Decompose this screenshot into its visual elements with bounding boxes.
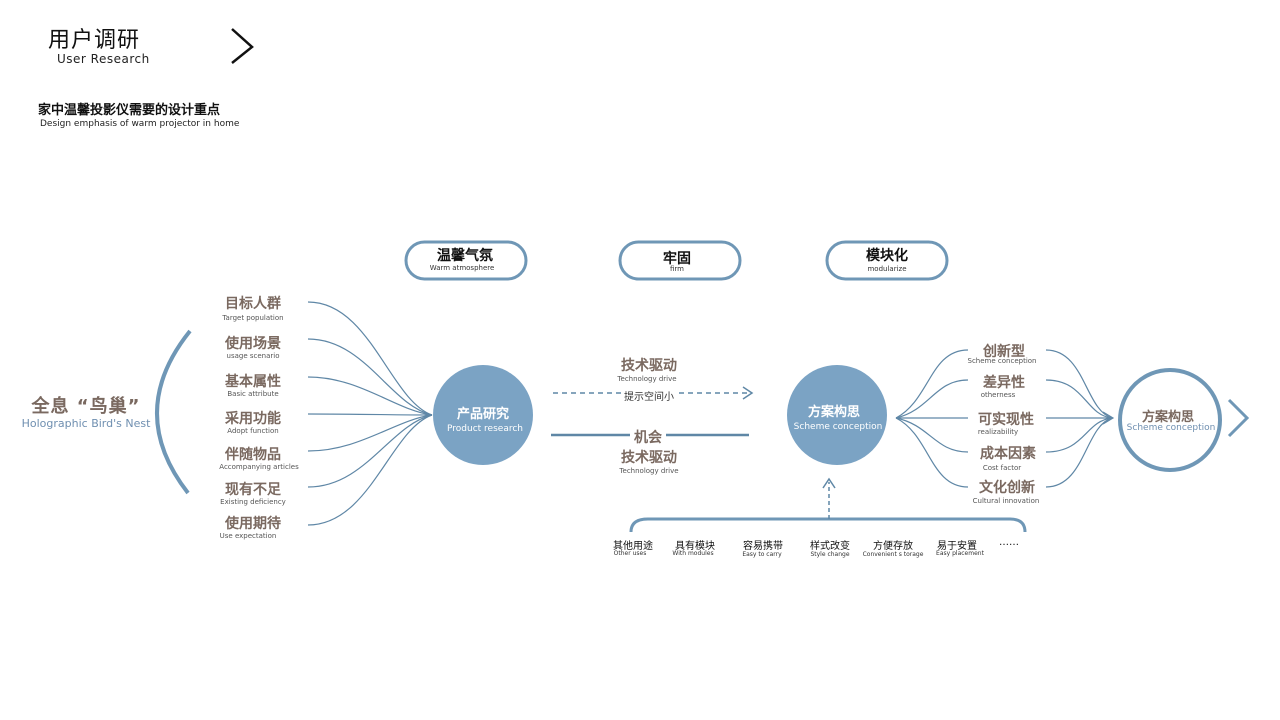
right-connector-lines-right — [1045, 349, 1113, 488]
list-item-en: Target population — [222, 314, 284, 322]
list-item: 易于安置 — [937, 541, 977, 552]
product-node-sublabel: Product research — [447, 424, 523, 434]
list-item-en: Basic attribute — [227, 390, 279, 398]
tech-drive-bottom-sublabel: Technology drive — [619, 467, 679, 475]
list-item: 创新型 — [983, 344, 1025, 360]
product-node-label: 产品研究 — [456, 407, 510, 422]
list-item-en: Adopt function — [227, 427, 279, 435]
bottom-brace — [629, 517, 1027, 533]
right-connector-lines-left — [895, 349, 969, 488]
list-item-en: Existing deficiency — [220, 498, 286, 506]
list-item: 现有不足 — [225, 482, 281, 498]
final-node-label: 方案构思 — [1141, 410, 1195, 425]
list-item: 伴随物品 — [225, 447, 281, 463]
list-item-en: usage scenario — [226, 352, 280, 360]
list-item-en: Convenient s torage — [862, 551, 924, 558]
tech-drive-top-label: 技术驱动 — [621, 358, 677, 374]
final-scheme-node[interactable] — [1118, 368, 1222, 472]
list-item: 基本属性 — [225, 374, 281, 390]
left-connector-lines — [307, 301, 433, 526]
pill-label: 温馨气氛 — [437, 248, 493, 264]
list-item-en: otherness — [980, 391, 1016, 399]
list-item: 成本因素 — [980, 446, 1036, 462]
list-item-en: Style change — [810, 551, 850, 558]
page-title: 用户调研 — [48, 28, 141, 53]
pill-sublabel: Warm atmosphere — [429, 264, 495, 272]
list-item-en: realizability — [977, 428, 1019, 436]
hint-label: 提示空间小 — [622, 388, 676, 403]
left-bracket — [155, 329, 192, 495]
pill-sublabel: modularize — [867, 265, 907, 273]
list-item: …… — [999, 537, 1019, 548]
final-node-sublabel: Scheme conception — [1126, 423, 1216, 433]
list-item: 其他用途 — [613, 541, 653, 552]
scheme-node-label: 方案构思 — [807, 405, 861, 420]
pill-modular-outline — [825, 240, 949, 281]
pill-warm-outline — [404, 240, 528, 281]
list-item-en: Cultural innovation — [972, 497, 1040, 505]
list-item: 目标人群 — [225, 296, 281, 312]
tech-drive-bottom-label: 技术驱动 — [621, 450, 677, 466]
scheme-conception-node[interactable] — [787, 365, 887, 465]
subject-title: 全息 “鸟巢” — [31, 396, 141, 417]
product-research-node[interactable] — [433, 365, 533, 465]
list-item: 差异性 — [983, 375, 1025, 391]
next-chevron-icon[interactable] — [231, 28, 254, 64]
tech-drive-top-sublabel: Technology drive — [617, 375, 677, 383]
list-item: 可实现性 — [978, 412, 1034, 428]
list-item: 文化创新 — [979, 480, 1035, 496]
list-item-en: Scheme conception — [967, 357, 1037, 365]
final-chevron-icon[interactable] — [1227, 398, 1250, 438]
pill-firm-outline — [618, 240, 742, 281]
section-subtitle: Design emphasis of warm projector in hom… — [40, 119, 240, 129]
pill-label: 模块化 — [866, 248, 908, 264]
list-item: 采用功能 — [225, 411, 281, 427]
list-item-en: Easy placement — [936, 550, 984, 557]
up-arrow-head-icon — [822, 477, 836, 489]
list-item: 具有模块 — [675, 541, 715, 552]
list-item: 样式改变 — [810, 541, 850, 552]
opportunity-label: 机会 — [630, 427, 666, 447]
pill-label: 牢固 — [663, 251, 691, 267]
list-item-en: Easy to carry — [742, 551, 782, 558]
list-item-en: Use expectation — [219, 532, 277, 540]
subject-subtitle: Holographic Bird's Nest — [21, 417, 151, 430]
pill-sublabel: firm — [670, 265, 684, 273]
page-subtitle: User Research — [57, 52, 150, 66]
final-arrow-head-icon — [1102, 411, 1115, 425]
section-title: 家中温馨投影仪需要的设计重点 — [38, 103, 221, 118]
list-item: 方便存放 — [873, 541, 913, 552]
dashed-arrow-head-icon — [742, 386, 754, 400]
list-item-en: Other uses — [613, 550, 647, 557]
list-item-en: Cost factor — [982, 464, 1022, 472]
list-item-en: With modules — [672, 550, 714, 557]
scheme-node-sublabel: Scheme conception — [793, 422, 883, 432]
list-item: 使用期待 — [225, 516, 281, 532]
list-item: 使用场景 — [225, 336, 281, 352]
list-item: 容易携带 — [743, 541, 783, 552]
list-item-en: Accompanying articles — [219, 463, 299, 471]
